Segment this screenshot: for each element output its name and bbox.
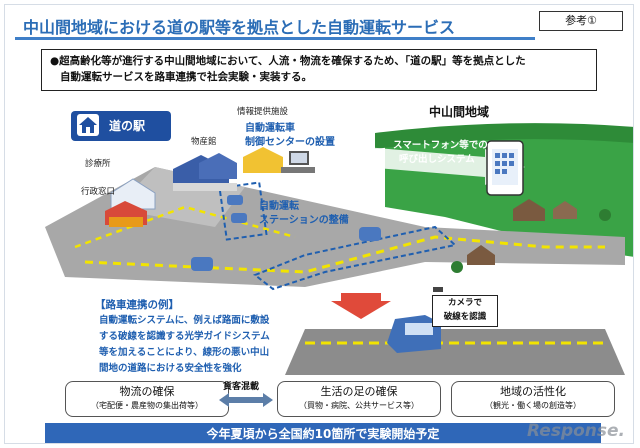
scene-illustration bbox=[45, 123, 633, 375]
smartphone-line-2: 呼び出しシステム bbox=[399, 154, 475, 165]
info-facility-label: 情報提供施設 bbox=[237, 107, 289, 117]
benefit-sub: （買物・病院、公共サービス等） bbox=[299, 401, 419, 410]
station-dashed-area bbox=[218, 181, 268, 241]
callout-title: 【路車連携の例】 bbox=[95, 299, 179, 311]
callout-line: 自動運転システムに、例えば路面に敷設 bbox=[99, 315, 270, 326]
lower-road bbox=[285, 329, 625, 375]
watermark: Response. bbox=[527, 421, 625, 441]
michi-no-eki-badge: 道の駅 bbox=[71, 111, 171, 141]
summary-box: ●超高齢化等が進行する中山間地域において、人流・物流を確保するため、「道の駅」等… bbox=[41, 49, 597, 91]
benefit-mobility: 生活の足の確保 （買物・病院、公共サービス等） bbox=[277, 381, 441, 417]
summary-line-1: ●超高齢化等が進行する中山間地域において、人流・物流を確保するため、「道の駅」等… bbox=[50, 55, 526, 67]
arrow-shape bbox=[365, 147, 525, 185]
slide: 中山間地域における道の駅等を拠点とした自動運転サービス 参考① ●超高齢化等が進… bbox=[4, 4, 634, 444]
benefit-logistics: 物流の確保 （宅配便・農産物の集出荷等） bbox=[65, 381, 229, 417]
station-line-1: 自動運転 bbox=[259, 201, 299, 212]
camera-label-line-2: 破線を認識 bbox=[443, 312, 487, 322]
summary-line-2: 自動運転サービスを路車連携で社会実験・実装する。 bbox=[60, 71, 312, 83]
benefit-revitalization: 地域の活性化 （観光・働く場の創造等） bbox=[451, 381, 615, 417]
callout-line: する破線を認識する光学ガイドシステム bbox=[99, 331, 270, 342]
smartphone-line-1: スマートフォン等での bbox=[393, 140, 488, 151]
benefits-row: 物流の確保 （宅配便・農産物の集出荷等） 貨客混載 生活の足の確保 （買物・病院… bbox=[5, 381, 633, 421]
mixed-transport-label: 貨客混載 bbox=[223, 382, 260, 392]
products-building-label: 物産館 bbox=[191, 137, 217, 147]
road-vehicle-callout: 【路車連携の例】 自動運転システムに、例えば路面に敷設 する破線を認識する光学ガ… bbox=[95, 297, 335, 381]
title-bar: 中山間地域における道の駅等を拠点とした自動運転サービス bbox=[15, 13, 535, 40]
clinic-label: 診療所 bbox=[85, 159, 111, 169]
camera-label-line-1: カメラで bbox=[447, 298, 482, 308]
house-icon bbox=[77, 114, 99, 136]
callout-line: 間地の道路における安全性を強化 bbox=[99, 363, 242, 374]
down-arrow-shape bbox=[331, 293, 391, 319]
benefit-main: 生活の足の確保 bbox=[320, 385, 398, 398]
guide-dashed-line bbox=[84, 235, 605, 274]
benefit-sub: （宅配便・農産物の集出荷等） bbox=[91, 401, 203, 410]
benefit-main: 地域の活性化 bbox=[500, 385, 566, 398]
station-line-2: ステーションの整備 bbox=[259, 215, 349, 226]
footer-text: 今年夏頃から全国約10箇所で実験開始予定 bbox=[206, 427, 440, 441]
double-arrow-icon bbox=[219, 393, 273, 407]
page-title: 中山間地域における道の駅等を拠点とした自動運転サービス bbox=[23, 18, 456, 37]
road-dashed-area bbox=[253, 225, 458, 291]
region-title: 中山間地域 bbox=[429, 105, 490, 119]
benefit-sub: （観光・働く場の創造等） bbox=[485, 401, 581, 410]
footer-bar: 今年夏頃から全国約10箇所で実験開始予定 bbox=[45, 423, 601, 443]
illustration-scene: 道の駅 中山間地域 物産館 診療所 行政窓口 情報提供施設 自動運転車 制御セン… bbox=[5, 97, 633, 375]
control-center-line-1: 自動運転車 bbox=[245, 123, 295, 134]
reference-badge: 参考① bbox=[539, 11, 623, 31]
michi-no-eki-label: 道の駅 bbox=[109, 119, 146, 133]
admin-office-label: 行政窓口 bbox=[81, 187, 116, 197]
vehicle-shape bbox=[359, 227, 381, 241]
camera-label: カメラで 破線を認識 bbox=[432, 295, 498, 327]
callout-line: 等を加えることにより、線形の悪い中山 bbox=[99, 347, 270, 358]
control-center-line-2: 制御センターの設置 bbox=[245, 137, 335, 148]
benefit-main: 物流の確保 bbox=[119, 385, 175, 398]
